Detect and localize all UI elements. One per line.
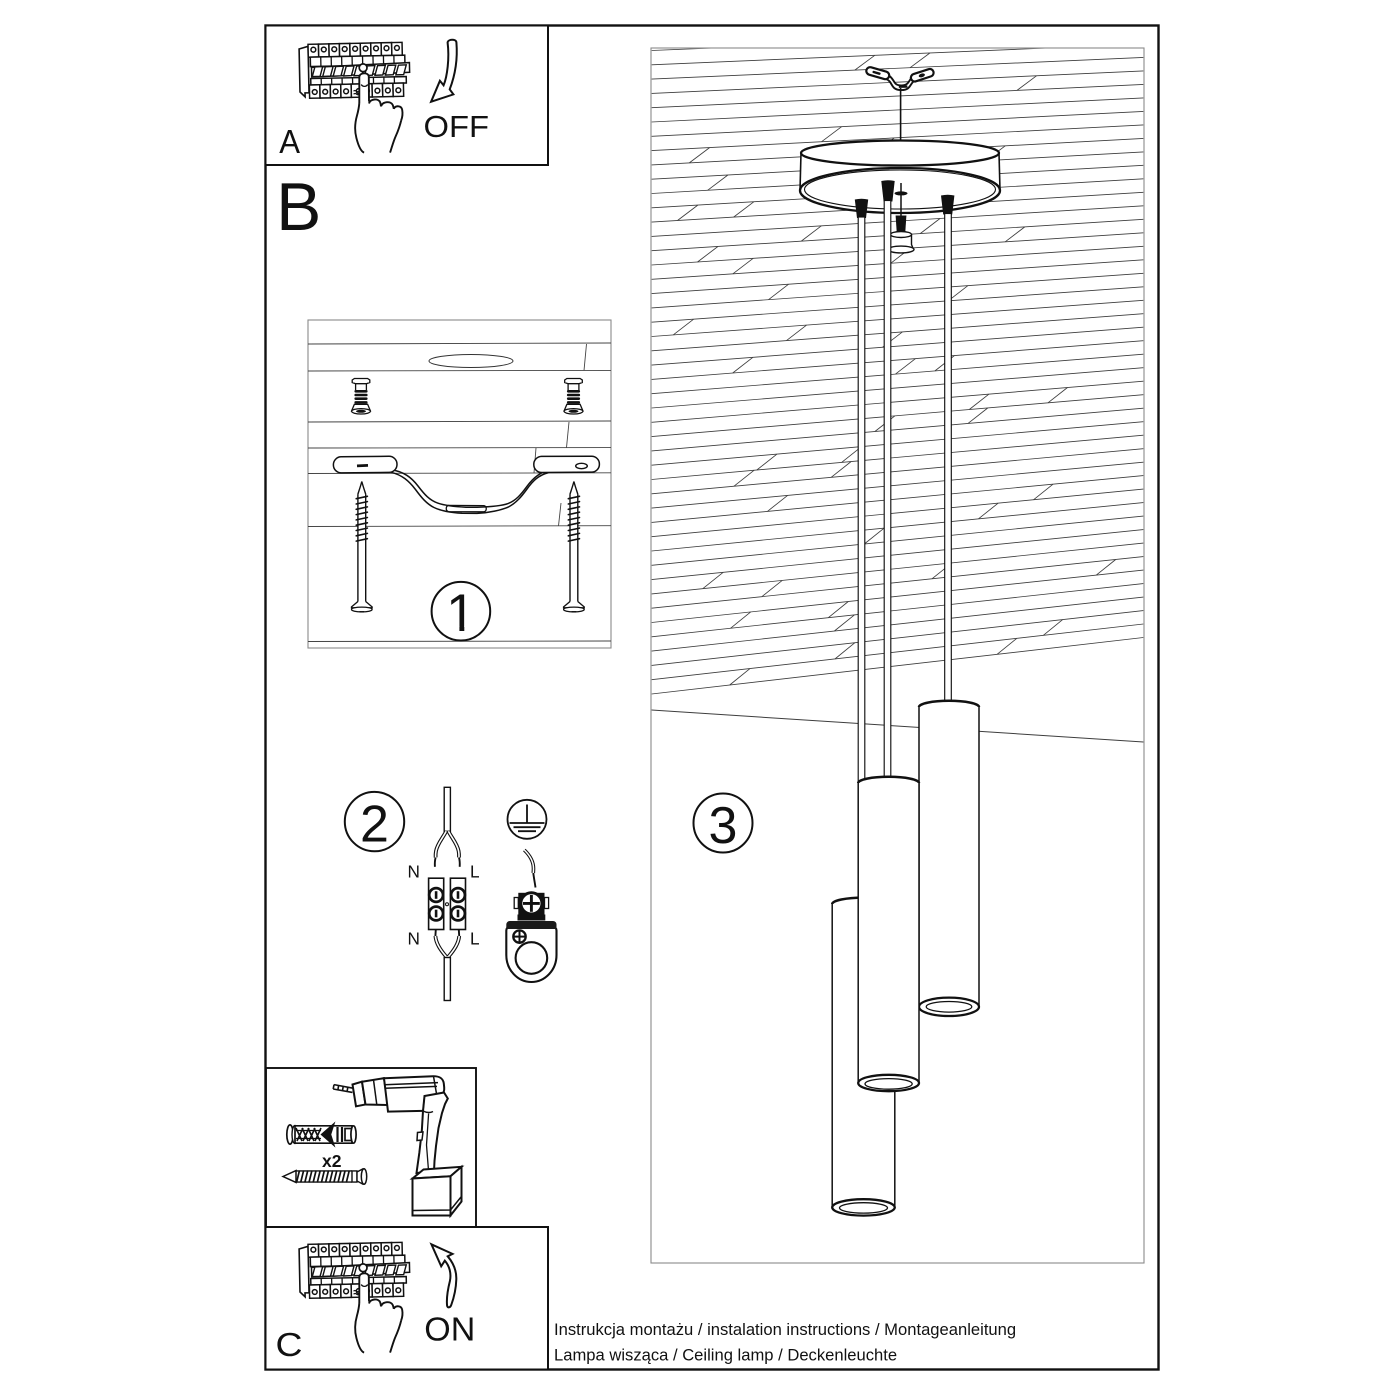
earth-ground-icon xyxy=(506,798,548,840)
step-2-panel: 2 xyxy=(343,786,558,1002)
footer: Instrukcja montażu / instalation instruc… xyxy=(554,1320,1016,1364)
step-3-panel: 3 xyxy=(650,47,1145,1264)
step-a-panel: A OFF xyxy=(264,24,549,166)
step-2-number-circle xyxy=(343,790,406,853)
central-connector xyxy=(887,183,915,254)
step-c-action: ON xyxy=(424,1311,475,1348)
canopy xyxy=(798,139,1002,215)
step-1-panel: 1 xyxy=(307,319,612,649)
footer-line1: Instrukcja montażu / instalation instruc… xyxy=(554,1320,1016,1339)
step-1-number: 1 xyxy=(446,584,475,643)
step-1-number-circle xyxy=(430,580,492,642)
wire-label-l-bottom: L xyxy=(470,929,480,949)
quantity-label: x2 xyxy=(322,1151,342,1171)
step-c-panel: C ON xyxy=(264,1226,549,1371)
drill-icon xyxy=(332,1075,465,1219)
step-a-label: A xyxy=(279,124,300,161)
step-3-number-circle xyxy=(692,792,754,854)
ceiling-edge xyxy=(651,709,1144,743)
digit-style-patch xyxy=(464,626,474,632)
arrow-up-icon xyxy=(429,1242,458,1309)
footer-line2: Lampa wisząca / Ceiling lamp / Deckenleu… xyxy=(554,1345,897,1364)
ceiling-bracket xyxy=(865,66,935,92)
mains-cable-and-terminal xyxy=(427,786,467,1002)
pendant-tube-middle xyxy=(856,775,921,1093)
wall-plug-icon xyxy=(285,1121,357,1148)
step-c-label: C xyxy=(276,1327,303,1364)
step-3-number: 3 xyxy=(709,797,738,855)
screw-icon xyxy=(281,1167,368,1186)
cord-grips xyxy=(854,180,955,218)
tools-panel: x2 xyxy=(265,1067,477,1228)
mounting-bracket xyxy=(332,455,601,515)
ground-terminal xyxy=(505,848,558,984)
wire-label-n-top: N xyxy=(408,861,420,881)
digit-style-patch xyxy=(448,626,460,632)
step-2-number: 2 xyxy=(360,795,389,853)
step-a-action: OFF xyxy=(424,109,490,144)
ceiling-hole xyxy=(428,354,514,368)
step-b-label: B xyxy=(276,170,321,245)
outer-frame xyxy=(264,24,1160,1371)
wire-label-n-bottom: N xyxy=(408,929,420,949)
wire-label-l-top: L xyxy=(470,861,480,881)
arrow-down-icon xyxy=(429,38,458,104)
pendant-tube-right xyxy=(917,699,981,1018)
